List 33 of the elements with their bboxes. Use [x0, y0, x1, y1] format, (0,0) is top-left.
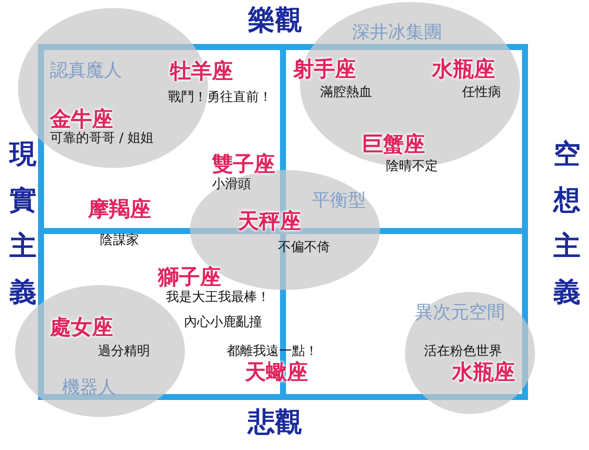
sign-description: 活在粉色世界 [424, 345, 502, 360]
sign-name: 天秤座 [238, 210, 301, 234]
group-label: 機器人 [62, 376, 116, 399]
axis-label: 悲觀 [248, 408, 302, 438]
sign-description: 陰謀家 [100, 234, 139, 248]
sign-name: 水瓶座 [432, 58, 495, 82]
sign-description: 內心小鹿亂撞 [184, 316, 262, 330]
sign-description: 陰晴不定 [386, 160, 438, 174]
axis-label: 現實主義 [8, 138, 38, 310]
sign-description: 戰鬥！勇往直前！ [168, 91, 272, 106]
group-label: 認真魔人 [50, 59, 122, 82]
sign-description: 任性病 [462, 86, 501, 100]
sign-name: 摩羯座 [88, 198, 151, 222]
group-label: 異次元空間 [415, 301, 505, 324]
group-label: 深井冰集團 [352, 21, 442, 44]
axis-label: 空想主義 [552, 138, 582, 310]
sign-description: 我是大王我最棒！ [166, 291, 270, 306]
sign-name: 雙子座 [212, 153, 275, 176]
axis-label: 樂觀 [248, 6, 302, 36]
sign-description: 可靠的哥哥 / 姐姐 [50, 132, 154, 146]
sign-name: 金牛座 [50, 108, 113, 132]
sign-description: 都離我遠一點！ [227, 345, 318, 360]
sign-name: 水瓶座 [452, 361, 515, 384]
sign-name: 牡羊座 [170, 60, 233, 84]
sign-description: 過分精明 [98, 345, 150, 360]
sign-name: 獅子座 [158, 266, 221, 290]
sign-name: 射手座 [293, 58, 356, 82]
sign-description: 小滑頭 [212, 178, 251, 192]
sign-name: 巨蟹座 [362, 133, 425, 156]
sign-description: 不偏不倚 [278, 241, 330, 256]
group-label: 平衡型 [312, 189, 366, 212]
sign-name: 處女座 [50, 316, 113, 340]
sign-description: 滿腔熱血 [320, 86, 372, 100]
